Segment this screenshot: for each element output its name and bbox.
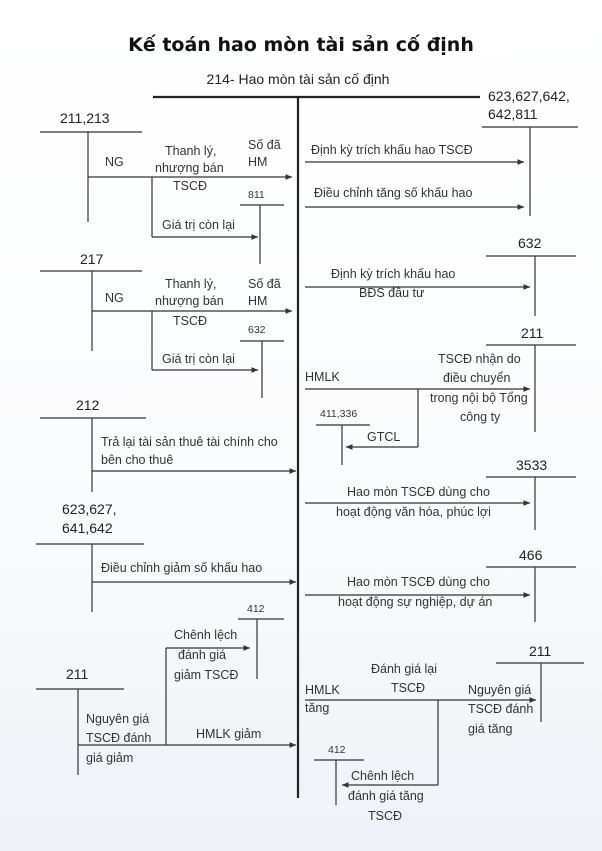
left-block-211: 412 Chênh lệch đánh giá giảm TSCĐ 211 HM… <box>36 603 296 775</box>
label-dieu-chinh-giam: Điều chỉnh giảm số khấu hao <box>101 561 262 575</box>
account-623-627-line2: 641,642 <box>62 520 113 536</box>
account-r1-line1: 623,627,642, <box>488 88 570 104</box>
label-chenh-lech-tang-1: Chênh lệch <box>351 769 414 783</box>
label-ng: NG <box>105 291 124 305</box>
label-chenh-lech-3: giảm TSCĐ <box>174 668 238 682</box>
label-nguyen-gia-tang-3: giá tăng <box>468 722 513 736</box>
account-211-r6: 211 <box>529 643 552 659</box>
account-212: 212 <box>76 397 100 413</box>
label-dieu-chuyen-3: trong nội bộ Tổng <box>430 391 528 405</box>
label-so-da-1: Số đã <box>248 138 281 152</box>
label-thanh-ly-1: Thanh lý, <box>165 144 216 158</box>
account-632: 632 <box>248 324 266 336</box>
label-nguyen-gia-2: TSCĐ đánh <box>86 731 151 745</box>
account-211-left: 211 <box>66 666 89 682</box>
label-tra-lai-1: Trả lại tài sản thuê tài chính cho <box>101 435 278 449</box>
right-block-623-627-642-811: 623,627,642, 642,811 Định kỳ trích khấu … <box>305 88 578 216</box>
label-hmlk-tang-2: tăng <box>305 701 329 715</box>
label-so-da-2: HM <box>248 294 267 308</box>
account-632-right: 632 <box>518 235 542 251</box>
label-chenh-lech-2: đánh giá <box>178 648 226 662</box>
label-tra-lai-2: bên cho thuê <box>101 453 173 467</box>
label-su-nghiep-1: Hao mòn TSCĐ dùng cho <box>347 575 490 589</box>
label-bds-2: BĐS đầu tư <box>359 286 424 300</box>
left-block-217: 217 NG Thanh lý, nhượng bán TSCĐ Số đã H… <box>40 251 292 398</box>
account-r1-line2: 642,811 <box>488 106 538 122</box>
label-dieu-chuyen-1: TSCĐ nhận do <box>438 352 521 366</box>
label-danh-gia-lai-1: Đánh giá lại <box>371 662 437 676</box>
account-211-213: 211,213 <box>60 110 110 126</box>
right-block-211-dieu-chuyen: 211 HMLK TSCĐ nhận do điều chuyển trong … <box>305 325 576 465</box>
right-block-3533: 3533 Hao mòn TSCĐ dùng cho hoạt động văn… <box>305 457 576 530</box>
label-thanh-ly-3: TSCĐ <box>173 314 207 328</box>
account-811: 811 <box>248 189 265 201</box>
account-217: 217 <box>80 251 104 267</box>
label-bds-1: Định kỳ trích khấu hao <box>331 267 455 281</box>
right-block-211-danh-gia-lai: 211 Đánh giá lại TSCĐ HMLK tăng Nguyên g… <box>305 643 584 823</box>
label-hmlk-giam: HMLK giảm <box>196 727 261 741</box>
label-thanh-ly-2: nhượng bán <box>155 294 224 308</box>
account-412: 412 <box>247 603 265 615</box>
label-gia-tri-con-lai: Giá trị còn lại <box>162 218 235 232</box>
account-466: 466 <box>519 547 543 563</box>
label-van-hoa-2: hoạt động văn hóa, phúc lợi <box>336 505 491 519</box>
page-title: Kế toán hao mòn tài sản cố định <box>128 34 474 56</box>
label-nguyen-gia-tang-1: Nguyên giá <box>468 683 531 697</box>
label-chenh-lech-1: Chênh lệch <box>174 628 237 642</box>
account-3533: 3533 <box>516 457 547 473</box>
label-so-da-1: Số đã <box>248 277 281 291</box>
right-block-466: 466 Hao mòn TSCĐ dùng cho hoạt động sự n… <box>305 547 576 622</box>
label-chenh-lech-tang-2: đánh giá tăng <box>348 789 424 803</box>
label-su-nghiep-2: hoạt động sự nghiệp, dự án <box>338 595 492 609</box>
label-nguyen-gia-3: giá giảm <box>86 751 133 765</box>
label-dinh-ky: Định kỳ trích khấu hao TSCĐ <box>311 143 473 157</box>
label-ng: NG <box>105 155 124 169</box>
label-thanh-ly-1: Thanh lý, <box>165 277 216 291</box>
label-dieu-chuyen-4: công ty <box>460 410 501 424</box>
label-danh-gia-lai-2: TSCĐ <box>391 681 425 695</box>
label-thanh-ly-2: nhượng bán <box>155 161 224 175</box>
account-623-627-line1: 623,627, <box>62 501 117 517</box>
left-block-212: 212 Trả lại tài sản thuê tài chính cho b… <box>40 397 296 492</box>
label-nguyen-gia-tang-2: TSCĐ đánh <box>468 702 533 716</box>
left-block-623-627-641-642: 623,627, 641,642 Điều chỉnh giảm số khấu… <box>36 501 296 612</box>
label-hmlk: HMLK <box>305 370 340 384</box>
label-dieu-chinh-tang: Điều chỉnh tăng số khấu hao <box>314 186 472 200</box>
label-hmlk-tang-1: HMLK <box>305 683 340 697</box>
label-van-hoa-1: Hao mòn TSCĐ dùng cho <box>347 485 490 499</box>
account-412-right: 412 <box>328 744 346 756</box>
right-block-632: 632 Định kỳ trích khấu hao BĐS đầu tư <box>305 235 576 316</box>
label-thanh-ly-3: TSCĐ <box>173 179 207 193</box>
main-account-label: 214- Hao mòn tài sản cố định <box>207 71 390 87</box>
label-chenh-lech-tang-3: TSCĐ <box>368 809 402 823</box>
account-211-r3: 211 <box>521 325 544 341</box>
left-block-211-213: 211,213 NG Thanh lý, nhượng bán TSCĐ Số … <box>40 110 292 264</box>
label-gtcl: GTCL <box>367 430 400 444</box>
account-411-336: 411,336 <box>320 408 357 420</box>
label-dieu-chuyen-2: điều chuyển <box>443 371 510 385</box>
label-so-da-2: HM <box>248 155 267 169</box>
label-nguyen-gia-1: Nguyên giá <box>86 712 149 726</box>
label-gia-tri-con-lai: Giá trị còn lại <box>162 352 235 366</box>
